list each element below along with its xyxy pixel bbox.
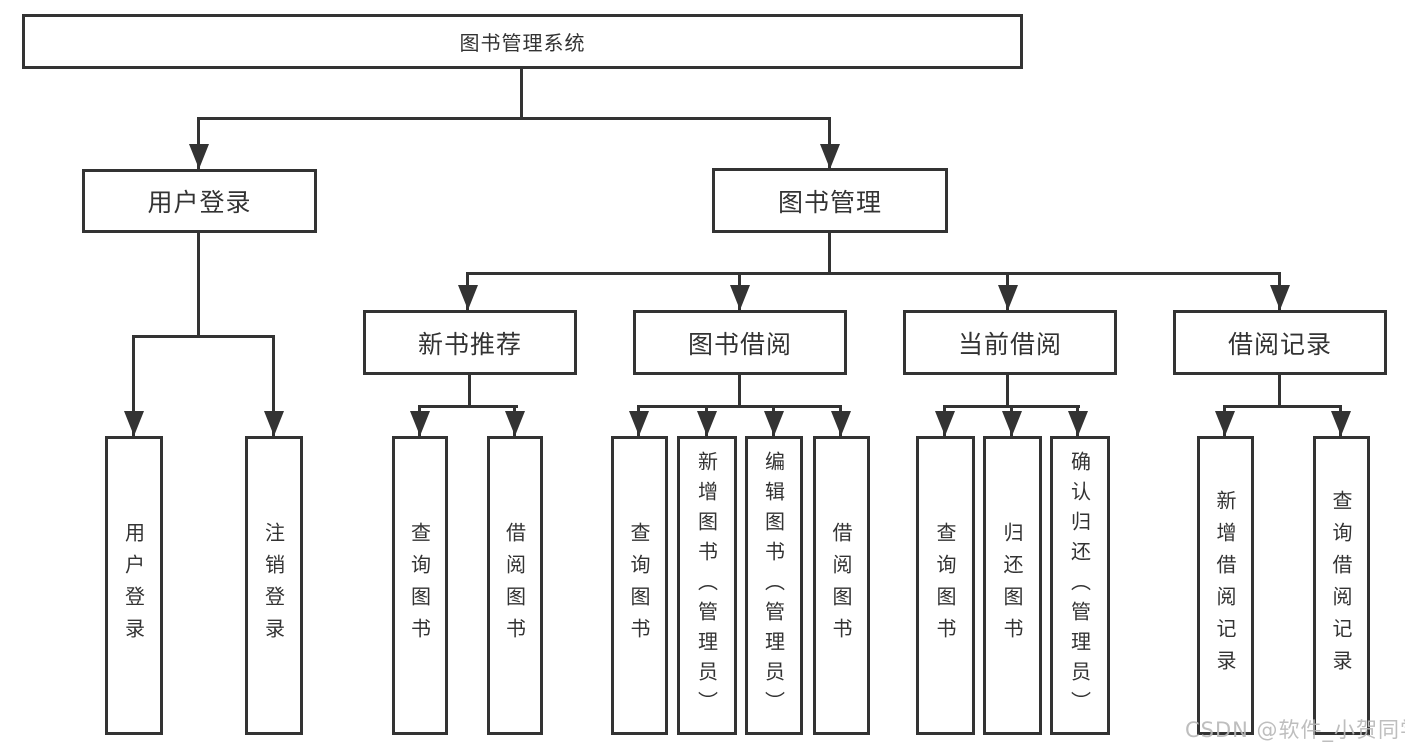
node-label: 用户登录: [121, 521, 146, 650]
node-label: 新增借阅记录: [1213, 489, 1237, 682]
node-book-management: 图书管理: [712, 168, 948, 233]
connector-arrow-leaf-user-login: [132, 335, 135, 436]
connector-book-mgmt-stub: [828, 233, 831, 272]
connector-arrow-cb-confirm: [1076, 405, 1079, 436]
connector-new-book-rail: [418, 405, 518, 408]
node-label: 图书管理系统: [459, 31, 586, 55]
connector-arrow-current-borrow: [1006, 272, 1009, 310]
node-label: 归还图书: [1000, 521, 1024, 650]
node-label: 用户登录: [147, 188, 252, 217]
connector-arrow-bb-add: [705, 405, 708, 436]
leaf-cb-return-books: 归还图书: [983, 436, 1042, 735]
connector-current-borrow-stub: [1006, 375, 1009, 405]
csdn-watermark: CSDN @软件_小贺同学: [1185, 718, 1405, 742]
node-label: 借阅记录: [1227, 329, 1332, 359]
connector-arrow-cb-return: [1010, 405, 1013, 436]
connector-book-borrow-stub: [738, 375, 741, 405]
connector-records-rail: [1223, 405, 1342, 408]
node-label: 借阅图书: [829, 521, 853, 650]
connector-arrow-cb-query: [943, 405, 946, 436]
connector-records-stub: [1278, 375, 1281, 405]
node-label: 查询借阅记录: [1329, 489, 1353, 682]
node-borrow-records: 借阅记录: [1173, 310, 1387, 375]
connector-arrow-rec-add: [1223, 405, 1226, 436]
connector-arrow-rec-query: [1339, 405, 1342, 436]
connector-new-book-stub: [468, 375, 471, 405]
leaf-cb-query-books: 查询图书: [916, 436, 975, 735]
connector-book-mgmt-rail: [466, 272, 1281, 275]
leaf-bb-add-books-admin: 新增图书（管理员）: [677, 436, 737, 735]
node-label: 查询图书: [627, 521, 651, 650]
node-book-borrow: 图书借阅: [633, 310, 847, 375]
connector-arrow-user-login: [197, 117, 200, 169]
node-label: 新书推荐: [417, 329, 522, 359]
connector-arrow-leaf-logout: [272, 335, 275, 436]
leaf-bb-edit-books-admin: 编辑图书（管理员）: [745, 436, 803, 735]
connector-arrow-nb-borrow: [513, 405, 516, 436]
connector-root-rail: [197, 117, 831, 120]
node-label: 当前借阅: [957, 329, 1062, 359]
connector-arrow-new-book: [466, 272, 469, 310]
leaf-logout: 注销登录: [245, 436, 303, 735]
node-label: 借阅图书: [502, 521, 527, 650]
leaf-rec-query-record: 查询借阅记录: [1313, 436, 1370, 735]
connector-arrow-book-management: [828, 117, 831, 169]
node-label: 编辑图书（管理员）: [761, 450, 786, 721]
node-user-login: 用户登录: [82, 169, 317, 233]
connector-arrow-book-borrow: [738, 272, 741, 310]
leaf-rec-add-record: 新增借阅记录: [1197, 436, 1254, 735]
connector-arrow-bb-query: [637, 405, 640, 436]
connector-root-stub: [520, 69, 523, 117]
node-label: 图书借阅: [687, 329, 792, 359]
connector-arrow-nb-query: [418, 405, 421, 436]
node-label: 注销登录: [261, 521, 286, 650]
leaf-cb-confirm-return-admin: 确认归还（管理员）: [1050, 436, 1110, 735]
node-label: 确认归还（管理员）: [1067, 450, 1092, 721]
leaf-nb-query-books: 查询图书: [392, 436, 448, 735]
connector-arrow-bb-borrow: [839, 405, 842, 436]
node-new-book-recommend: 新书推荐: [363, 310, 577, 375]
node-label: 查询图书: [933, 521, 957, 650]
node-root-library-system: 图书管理系统: [22, 14, 1023, 69]
connector-user-login-rail: [132, 335, 274, 338]
leaf-user-login: 用户登录: [105, 436, 163, 735]
node-label: 新增图书（管理员）: [694, 450, 719, 721]
node-current-borrow: 当前借阅: [903, 310, 1117, 375]
node-label: 图书管理: [777, 187, 882, 217]
connector-user-login-stub: [197, 233, 200, 335]
leaf-nb-borrow-books: 借阅图书: [487, 436, 543, 735]
connector-arrow-bb-edit: [772, 405, 775, 436]
node-label: 查询图书: [407, 521, 432, 650]
connector-book-borrow-rail: [637, 405, 842, 408]
leaf-bb-query-books: 查询图书: [611, 436, 668, 735]
connector-arrow-borrow-records: [1278, 272, 1281, 310]
leaf-bb-borrow-books: 借阅图书: [813, 436, 870, 735]
